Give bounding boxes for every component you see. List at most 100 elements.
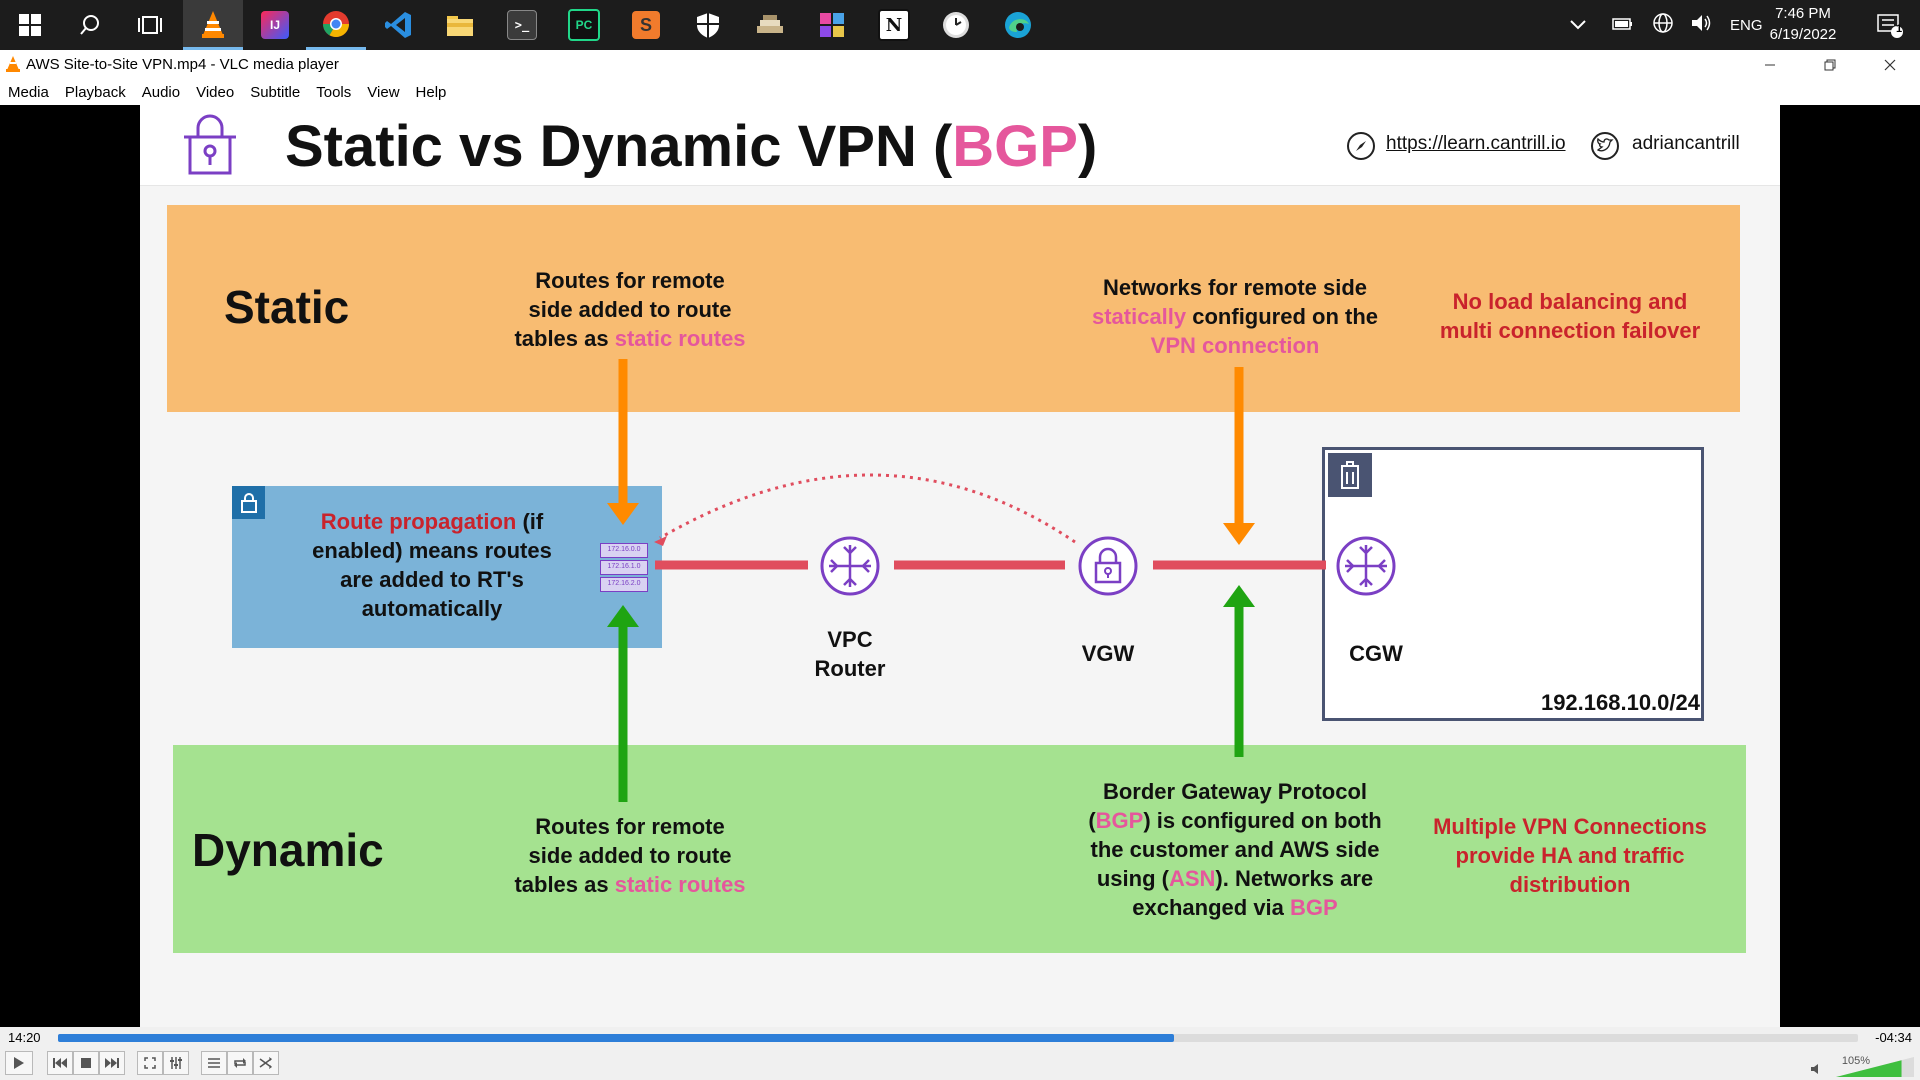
close-icon	[1884, 59, 1896, 70]
playlist-button[interactable]	[201, 1051, 227, 1075]
static-routes-text: Routes for remote side added to route ta…	[480, 266, 780, 353]
menu-audio[interactable]: Audio	[141, 83, 181, 101]
start-button[interactable]	[0, 0, 60, 50]
taskbar-vscode[interactable]	[368, 0, 428, 50]
notion-icon: N	[878, 9, 910, 41]
route-entry: 172.16.2.0	[600, 577, 648, 592]
vgw-lock-icon	[1078, 536, 1138, 596]
route-entry: 172.16.1.0	[600, 560, 648, 575]
play-button[interactable]	[5, 1051, 33, 1075]
globe-icon[interactable]	[1652, 12, 1674, 38]
bgp-highlight: BGP	[1095, 808, 1144, 833]
text-line: are added to RT's	[340, 567, 524, 592]
minimize-button[interactable]	[1740, 50, 1800, 79]
text-span: using (	[1096, 866, 1169, 891]
text-span: ). Networks are	[1215, 866, 1374, 891]
vpc-router-icon	[820, 536, 880, 596]
menu-view[interactable]: View	[367, 83, 400, 101]
text-line: exchanged via BGP	[1065, 893, 1405, 922]
close-button[interactable]	[1860, 50, 1920, 79]
taskbar-vlc[interactable]	[183, 0, 243, 50]
seek-bar[interactable]	[58, 1034, 1858, 1042]
menu-video[interactable]: Video	[196, 83, 235, 101]
menu-playback[interactable]: Playback	[64, 83, 126, 101]
vscode-icon	[385, 12, 411, 38]
diagram-connectors	[607, 359, 1326, 802]
text-line: enabled) means routes	[312, 538, 552, 563]
search-button[interactable]	[60, 0, 120, 50]
menu-media[interactable]: Media	[8, 83, 49, 101]
taskbar-intellij[interactable]: IJ	[245, 0, 305, 50]
taskbar-clock-app[interactable]	[926, 0, 986, 50]
previous-button[interactable]	[47, 1051, 73, 1075]
task-view-icon	[138, 16, 162, 34]
taskbar-file-explorer[interactable]	[430, 0, 490, 50]
taskbar-pycharm[interactable]: PC	[554, 0, 614, 50]
stop-icon	[81, 1058, 91, 1068]
vpc-badge	[232, 486, 265, 519]
taskbar-chrome[interactable]	[306, 0, 366, 50]
text-line: No load balancing and	[1452, 289, 1688, 314]
menu-tools[interactable]: Tools	[316, 83, 352, 101]
speaker-icon[interactable]	[1690, 13, 1712, 37]
text-line: Routes for remote	[535, 268, 725, 293]
vlc-cone-icon	[202, 10, 224, 38]
chevron-up-icon[interactable]	[1570, 17, 1586, 34]
taskbar: IJ >_ PC S N	[0, 0, 1920, 50]
taskbar-sublime[interactable]: S	[616, 0, 676, 50]
elapsed-time[interactable]: 14:20	[8, 1030, 41, 1045]
cgw-badge	[1328, 453, 1372, 497]
shuffle-button[interactable]	[253, 1051, 279, 1075]
battery-icon[interactable]	[1612, 17, 1634, 34]
text-line: Router	[814, 656, 886, 681]
course-link: https://learn.cantrill.io	[1386, 133, 1566, 154]
text-line: Networks for remote side	[1102, 275, 1368, 300]
text-line: statically configured on the	[1070, 302, 1400, 331]
title-highlight: BGP	[952, 114, 1078, 179]
speaker-icon[interactable]	[1810, 1063, 1824, 1075]
extended-settings-button[interactable]	[163, 1051, 189, 1075]
text-span: tables as	[514, 326, 615, 351]
text-line: Route propagation (if	[287, 507, 577, 536]
text-line: Multiple VPN Connections	[1433, 814, 1707, 839]
menu-help[interactable]: Help	[415, 83, 447, 101]
remaining-time[interactable]: -04:34	[1875, 1030, 1912, 1045]
route-entry: 172.16.0.0	[600, 543, 648, 558]
sublime-icon: S	[632, 11, 660, 39]
pycharm-icon: PC	[568, 9, 600, 41]
customer-cidr: 192.168.10.0/24	[1540, 690, 1700, 715]
text-line: the customer and AWS side	[1090, 837, 1380, 862]
playlist-icon	[208, 1058, 220, 1068]
building-icon	[1341, 461, 1359, 489]
stop-button[interactable]	[73, 1051, 99, 1075]
taskbar-terminal[interactable]: >_	[492, 0, 552, 50]
loop-button[interactable]	[227, 1051, 253, 1075]
taskbar-edge[interactable]	[988, 0, 1048, 50]
vpc-box	[232, 486, 662, 648]
task-view-button[interactable]	[120, 0, 180, 50]
taskbar-app-stack[interactable]	[740, 0, 800, 50]
text-line: distribution	[1509, 872, 1631, 897]
text-span: tables as	[514, 872, 615, 897]
taskbar-security[interactable]	[678, 0, 738, 50]
tiles-icon	[820, 13, 844, 37]
static-routes-highlight: static routes	[614, 326, 746, 351]
next-button[interactable]	[99, 1051, 125, 1075]
stack-icon	[757, 15, 783, 33]
text-line: multi connection failover	[1439, 318, 1701, 343]
text-line: (BGP) is configured on both	[1065, 806, 1405, 835]
clock-date: 6/19/2022	[1769, 26, 1837, 43]
taskbar-notion[interactable]: N	[864, 0, 924, 50]
terminal-icon: >_	[507, 10, 537, 40]
volume-slider[interactable]	[1836, 1057, 1914, 1077]
video-area[interactable]: Static vs Dynamic VPN (BGP) https://lear…	[0, 105, 1920, 1027]
dynamic-section	[173, 745, 1746, 953]
language-indicator[interactable]: ENG	[1730, 16, 1763, 34]
notification-center-button[interactable]: 1	[1860, 0, 1920, 50]
menu-subtitle[interactable]: Subtitle	[250, 83, 301, 101]
taskbar-app-tiles[interactable]	[802, 0, 862, 50]
loop-icon	[234, 1058, 246, 1068]
restore-button[interactable]	[1800, 50, 1860, 79]
fullscreen-button[interactable]	[137, 1051, 163, 1075]
system-clock[interactable]: 7:46 PM 6/19/2022	[1758, 3, 1848, 45]
